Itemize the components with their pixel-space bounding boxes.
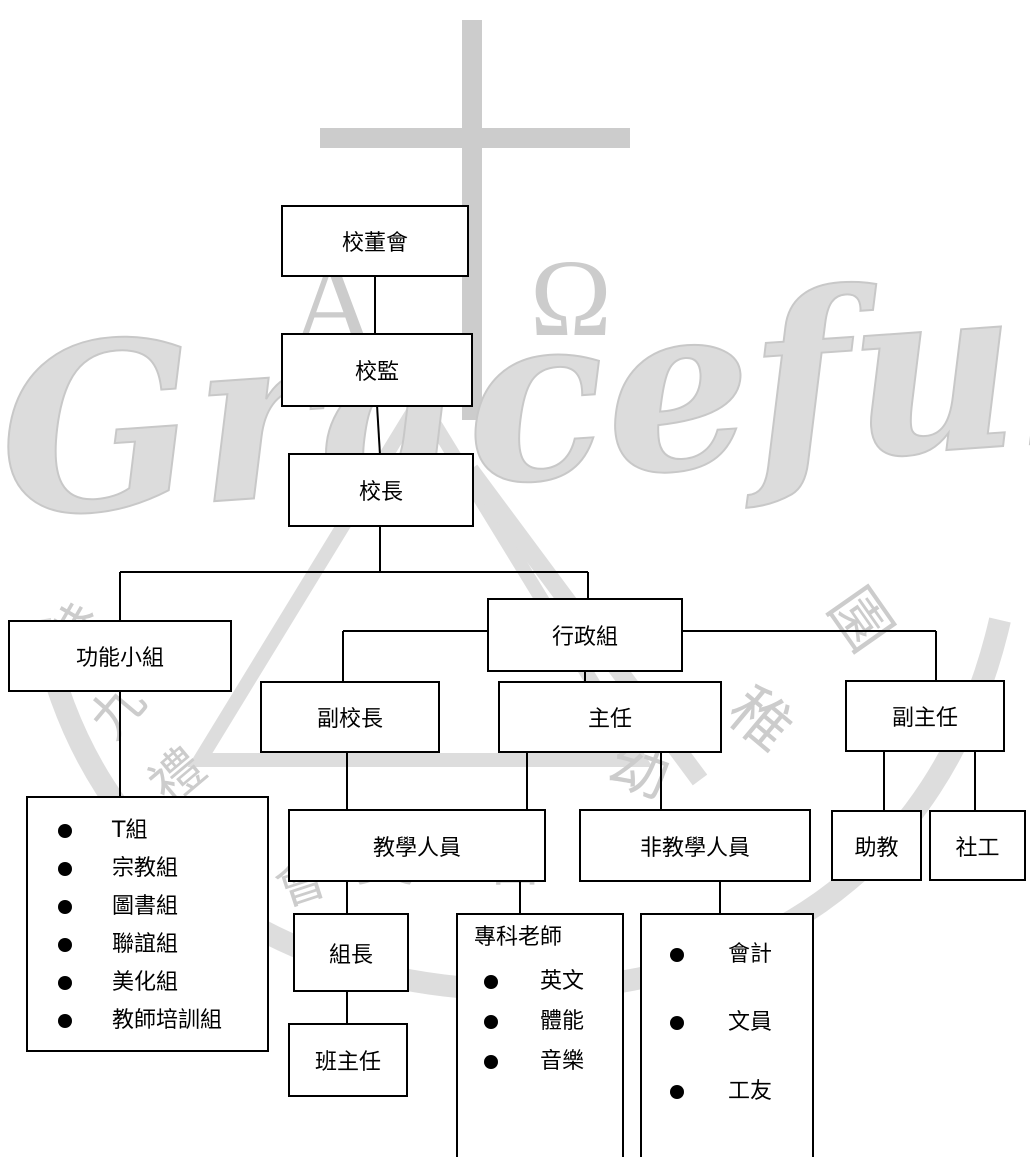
list-item: 圖書組	[28, 892, 267, 922]
non-teaching-staff-box: 非教學人員	[579, 809, 811, 882]
connector	[376, 404, 381, 456]
non-teaching-staff-list: 會計 文員 工友	[640, 913, 814, 1157]
list-item-label: 美化組	[112, 970, 179, 995]
seal-triangle	[187, 386, 653, 767]
list-item: T組	[28, 816, 267, 846]
supervisor-box: 校監	[281, 333, 473, 407]
admin-group-box: 行政組	[487, 598, 683, 672]
list-item-label: 教師培訓組	[112, 1008, 223, 1033]
list-item: 聯誼組	[28, 930, 267, 960]
list-item-label: 宗教組	[112, 856, 179, 881]
list-item-label: T組	[112, 818, 148, 843]
teaching-staff-box: 教學人員	[288, 809, 546, 882]
list-item: 音樂	[458, 1047, 622, 1077]
functional-groups-list: T組 宗教組 圖書組 聯誼組 美化組 教師培訓組	[26, 796, 269, 1052]
list-item-label: 文員	[728, 1010, 773, 1035]
list-item: 美化組	[28, 968, 267, 998]
list-item: 宗教組	[28, 854, 267, 884]
list-item: 工友	[642, 1077, 812, 1107]
list-item: 會計	[642, 940, 812, 970]
list-item: 英文	[458, 967, 622, 997]
list-item-label: 圖書組	[112, 894, 179, 919]
subject-teachers-title: 專科老師	[474, 925, 563, 950]
list-item-label: 音樂	[540, 1049, 585, 1074]
list-item-label: 體能	[540, 1009, 585, 1034]
board-box: 校董會	[281, 205, 469, 277]
assistant-teacher-box: 助教	[831, 810, 922, 881]
class-teacher-box: 班主任	[288, 1023, 408, 1097]
list-item-label: 聯誼組	[112, 932, 179, 957]
cross-mark	[320, 20, 630, 420]
deputy-director-box: 副主任	[845, 680, 1005, 752]
functional-groups-box: 功能小組	[8, 620, 232, 692]
group-leader-box: 組長	[293, 913, 409, 992]
list-item-label: 英文	[540, 969, 585, 994]
social-worker-box: 社工	[929, 810, 1026, 881]
subject-teachers-list: 專科老師 英文 體能 音樂	[456, 913, 624, 1157]
vice-principal-box: 副校長	[260, 681, 440, 753]
list-item-label: 會計	[728, 942, 773, 967]
principal-box: 校長	[288, 453, 474, 527]
list-item: 文員	[642, 1008, 812, 1038]
director-box: 主任	[498, 681, 722, 753]
list-item: 教師培訓組	[28, 1006, 267, 1036]
list-item-label: 工友	[728, 1079, 773, 1104]
omega-mark: Ω	[530, 237, 612, 359]
list-item: 體能	[458, 1007, 622, 1037]
